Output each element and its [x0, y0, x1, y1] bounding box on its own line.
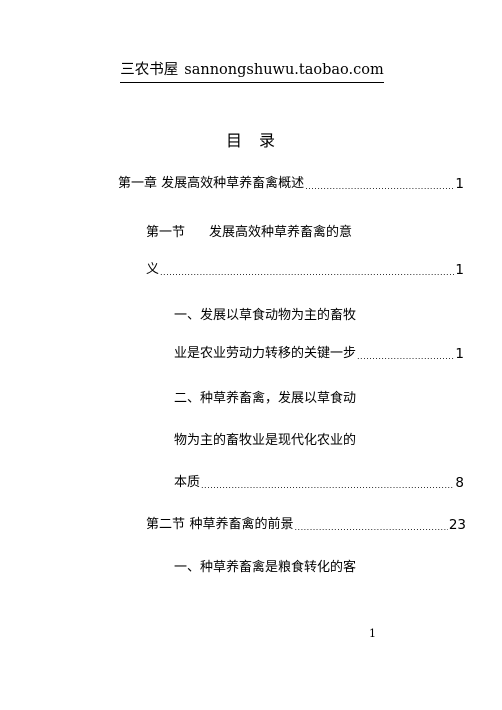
toc-entry-label: 第一节 [146, 225, 186, 240]
toc-entry-text: 业是农业劳动力转移的关键一步 [174, 346, 357, 361]
page-header: 三农书屋 sannongshuwu.taobao.com [120, 60, 384, 83]
toc-entry-page: 8 [455, 475, 464, 491]
toc-entry-text: 第一章 发展高效种草养畜禽概述 [118, 176, 305, 191]
toc-entry-section2[interactable]: 第二节种草养畜禽的前景 ............................… [146, 515, 466, 535]
toc-entry-section1-line1[interactable]: 第一节 发展高效种草养畜禽的意 [146, 223, 352, 243]
toc-entry-text: 一、发展以草食动物为主的畜牧 [174, 308, 357, 323]
toc-entry-section1-line2[interactable]: 义 ......................................… [146, 260, 464, 280]
header-shop-name: 三农书屋 [120, 62, 179, 78]
toc-entry-text: 物为主的畜牧业是现代化农业的 [174, 433, 357, 448]
toc-title-part1: 目 [225, 131, 243, 150]
toc-entry-page: 1 [455, 346, 464, 362]
toc-entry-label: 第二节 [146, 517, 186, 532]
toc-entry-page: 1 [455, 262, 464, 278]
dot-leader: ........................................… [357, 352, 455, 361]
toc-entry-item1-line2[interactable]: 业是农业劳动力转移的关键一步 .........................… [174, 344, 464, 364]
toc-entry-item2-line2[interactable]: 物为主的畜牧业是现代化农业的 [174, 431, 356, 451]
toc-entry-item1-line1[interactable]: 一、发展以草食动物为主的畜牧 [174, 306, 356, 326]
toc-entry-page: 1 [455, 176, 464, 192]
toc-entry-text: 本质 [174, 475, 201, 490]
toc-entry-page: 23 [448, 517, 466, 533]
toc-entry-item2-line3[interactable]: 本质 .....................................… [174, 473, 464, 493]
toc-title: 目录 [0, 131, 502, 151]
toc-entry-text: 发展高效种草养畜禽的意 [209, 225, 353, 240]
dot-leader: ........................................… [305, 182, 455, 191]
toc-entry-item3-line1[interactable]: 一、种草养畜禽是粮食转化的客 [174, 558, 356, 578]
toc-entry-text: 二、种草养畜禽，发展以草食动 [174, 391, 357, 406]
toc-entry-text: 种草养畜禽的前景 [189, 517, 294, 532]
toc-entry-text: 义 [146, 262, 160, 277]
toc-title-part2: 录 [259, 131, 277, 150]
dot-leader: ........................................… [160, 268, 455, 277]
header-shop-url: sannongshuwu.taobao.com [184, 62, 384, 78]
dot-leader: ........................................… [201, 481, 454, 490]
toc-entry-item2-line1[interactable]: 二、种草养畜禽，发展以草食动 [174, 389, 356, 409]
dot-leader: ........................................… [294, 523, 448, 532]
page-number: 1 [369, 627, 376, 640]
toc-entry-chapter1[interactable]: 第一章 发展高效种草养畜禽概述 ........................… [118, 174, 464, 194]
toc-entry-text: 一、种草养畜禽是粮食转化的客 [174, 560, 357, 575]
